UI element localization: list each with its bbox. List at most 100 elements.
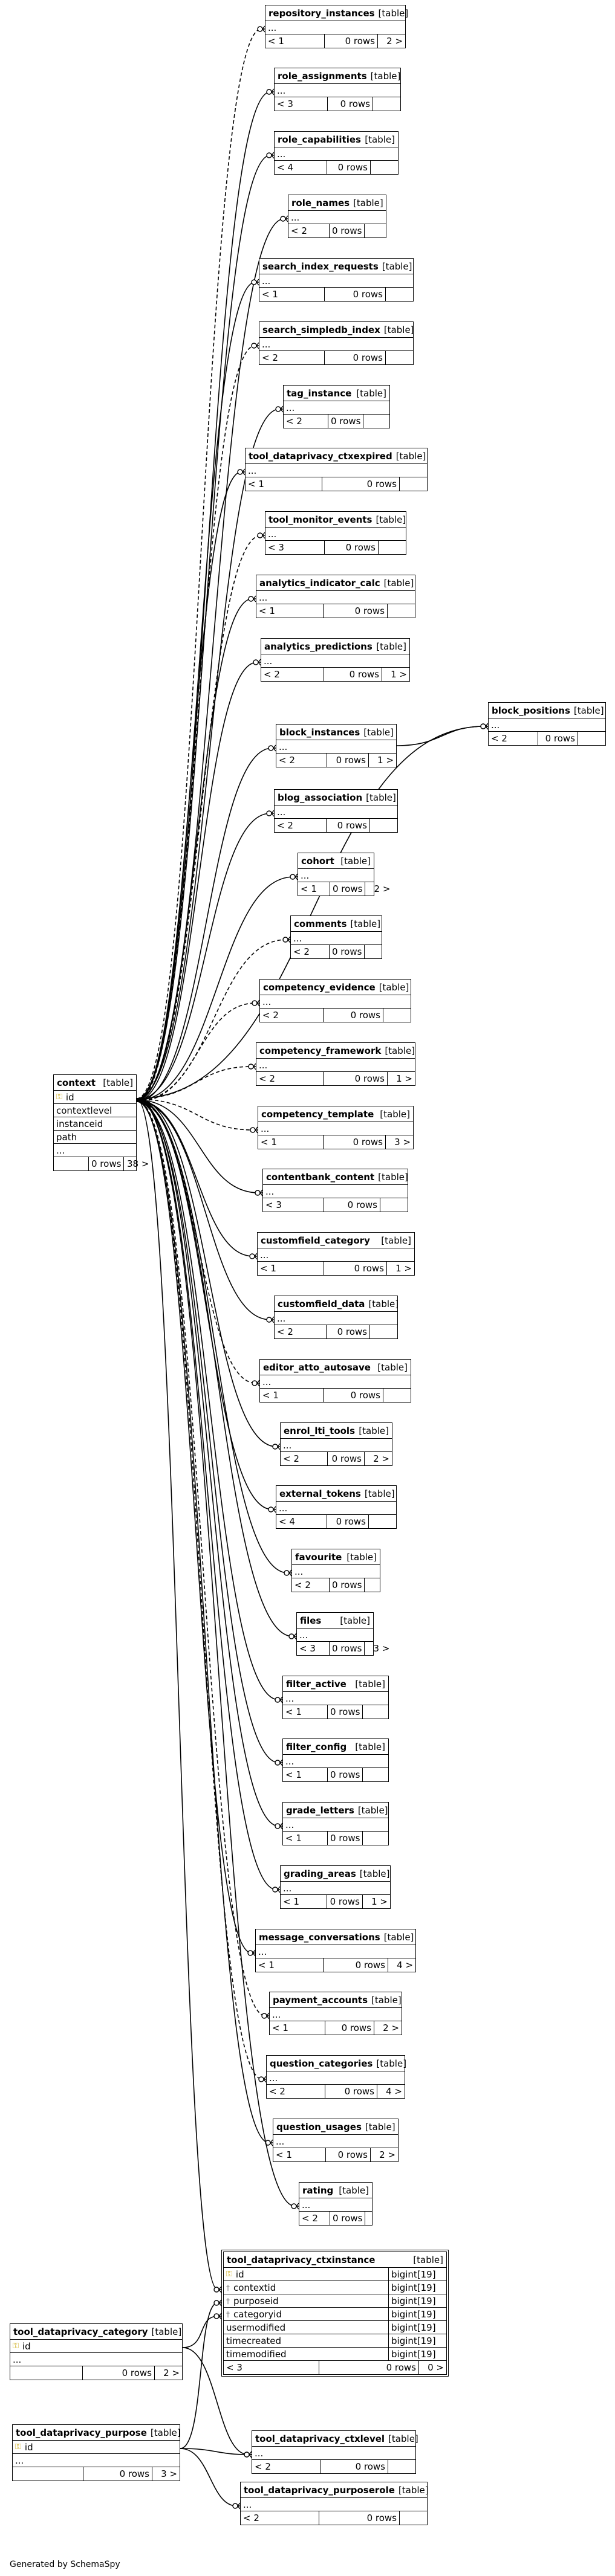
child-count[interactable] — [362, 1832, 390, 1845]
parent-count[interactable]: < 2 — [281, 1452, 328, 1465]
column-row[interactable]: ... — [241, 2498, 427, 2511]
column-row[interactable]: ... — [13, 2454, 180, 2467]
column-row[interactable]: ... — [281, 1439, 392, 1452]
column-row[interactable]: ... — [283, 1755, 388, 1768]
column-row[interactable]: ... — [256, 591, 415, 604]
parent-count[interactable]: < 1 — [246, 477, 322, 491]
parent-count[interactable]: < 2 — [284, 415, 328, 428]
child-count[interactable] — [362, 1768, 390, 1781]
column-row[interactable]: ... — [246, 464, 427, 477]
table-name[interactable]: analytics_indicator_calc — [259, 577, 380, 589]
child-count[interactable]: 4 > — [388, 1958, 415, 1972]
parent-count[interactable]: < 4 — [276, 1515, 327, 1528]
parent-count[interactable]: < 3 — [263, 1198, 324, 1212]
column-row[interactable]: ... — [263, 1185, 408, 1198]
column-row[interactable]: instanceid — [54, 1117, 136, 1131]
child-count[interactable]: 3 > — [152, 2467, 180, 2481]
child-count[interactable] — [369, 1325, 397, 1338]
table-name[interactable]: tool_dataprivacy_purpose — [16, 2427, 147, 2438]
table-name[interactable]: tool_dataprivacy_category — [13, 2326, 148, 2337]
table-name[interactable]: grade_letters — [286, 1804, 354, 1816]
table-name[interactable]: enrol_lti_tools — [284, 1425, 356, 1436]
parent-count[interactable]: < 1 — [283, 1705, 328, 1719]
child-count[interactable]: 1 > — [368, 754, 396, 767]
parent-count[interactable]: < 2 — [275, 1325, 327, 1338]
table-name[interactable]: external_tokens — [279, 1488, 361, 1499]
table-tool-dataprivacy-category[interactable]: tool_dataprivacy_category[table]⚿id...0 … — [10, 2323, 183, 2380]
parent-count[interactable]: < 3 — [224, 2361, 319, 2374]
parent-count[interactable]: < 1 — [258, 1135, 324, 1149]
table-name[interactable]: search_simpledb_index — [262, 324, 380, 335]
child-count[interactable]: 2 > — [374, 2021, 402, 2035]
table-name[interactable]: tool_monitor_events — [268, 514, 373, 525]
parent-count[interactable]: < 1 — [265, 34, 325, 48]
child-count[interactable] — [383, 1389, 411, 1402]
table-name[interactable]: competency_template — [261, 1108, 374, 1120]
parent-count[interactable]: < 1 — [258, 1262, 324, 1275]
column-row[interactable]: ... — [298, 869, 374, 882]
child-count[interactable] — [385, 351, 413, 364]
table-name[interactable]: competency_framework — [259, 1045, 382, 1056]
table-name[interactable]: contentbank_content — [266, 1171, 375, 1183]
child-count[interactable] — [387, 604, 415, 618]
child-count[interactable]: 2 > — [370, 2148, 398, 2161]
table-name[interactable]: role_capabilities — [278, 134, 361, 145]
column-row[interactable]: ... — [265, 528, 406, 541]
table-name[interactable]: files — [300, 1615, 322, 1626]
child-count[interactable] — [370, 161, 398, 174]
child-count[interactable] — [365, 2212, 392, 2225]
parent-count[interactable]: < 2 — [252, 2460, 321, 2473]
table-tool-dataprivacy-purpose[interactable]: tool_dataprivacy_purpose[table]⚿id...0 r… — [12, 2424, 181, 2481]
column-row[interactable]: ... — [258, 1122, 413, 1135]
column-row[interactable]: ... — [276, 1502, 396, 1515]
column-row[interactable]: ... — [258, 1248, 414, 1262]
table-name[interactable]: blog_association — [278, 792, 363, 803]
parent-count[interactable] — [54, 1157, 89, 1170]
column-row[interactable]: ... — [259, 274, 413, 288]
table-name[interactable]: rating — [302, 2184, 334, 2196]
child-count[interactable] — [364, 224, 392, 237]
parent-count[interactable]: < 2 — [489, 732, 538, 745]
child-count[interactable]: 0 > — [418, 2361, 446, 2374]
column-row[interactable]: ... — [297, 1629, 373, 1642]
parent-count[interactable]: < 2 — [275, 819, 327, 832]
parent-count[interactable]: < 2 — [288, 224, 330, 237]
parent-count[interactable]: < 4 — [275, 161, 327, 174]
column-row[interactable]: ... — [273, 2135, 398, 2148]
table-name[interactable]: role_assignments — [278, 70, 367, 82]
table-name[interactable]: message_conversations — [259, 1931, 380, 1943]
parent-count[interactable]: < 1 — [259, 288, 325, 301]
child-count[interactable]: 1 > — [362, 1895, 390, 1908]
column-row[interactable]: ... — [259, 338, 413, 351]
child-count[interactable] — [383, 1009, 411, 1022]
column-row[interactable]: ... — [260, 995, 411, 1009]
parent-count[interactable]: < 2 — [292, 1578, 330, 1592]
child-count[interactable]: 1 > — [382, 668, 409, 681]
column-row[interactable]: ... — [265, 21, 405, 34]
table-name[interactable]: filter_active — [286, 1678, 347, 1690]
column-row[interactable]: ... — [276, 740, 396, 754]
parent-count[interactable]: < 1 — [273, 2148, 326, 2161]
table-name[interactable]: question_categories — [270, 2058, 373, 2069]
column-row[interactable]: ... — [283, 1818, 388, 1832]
